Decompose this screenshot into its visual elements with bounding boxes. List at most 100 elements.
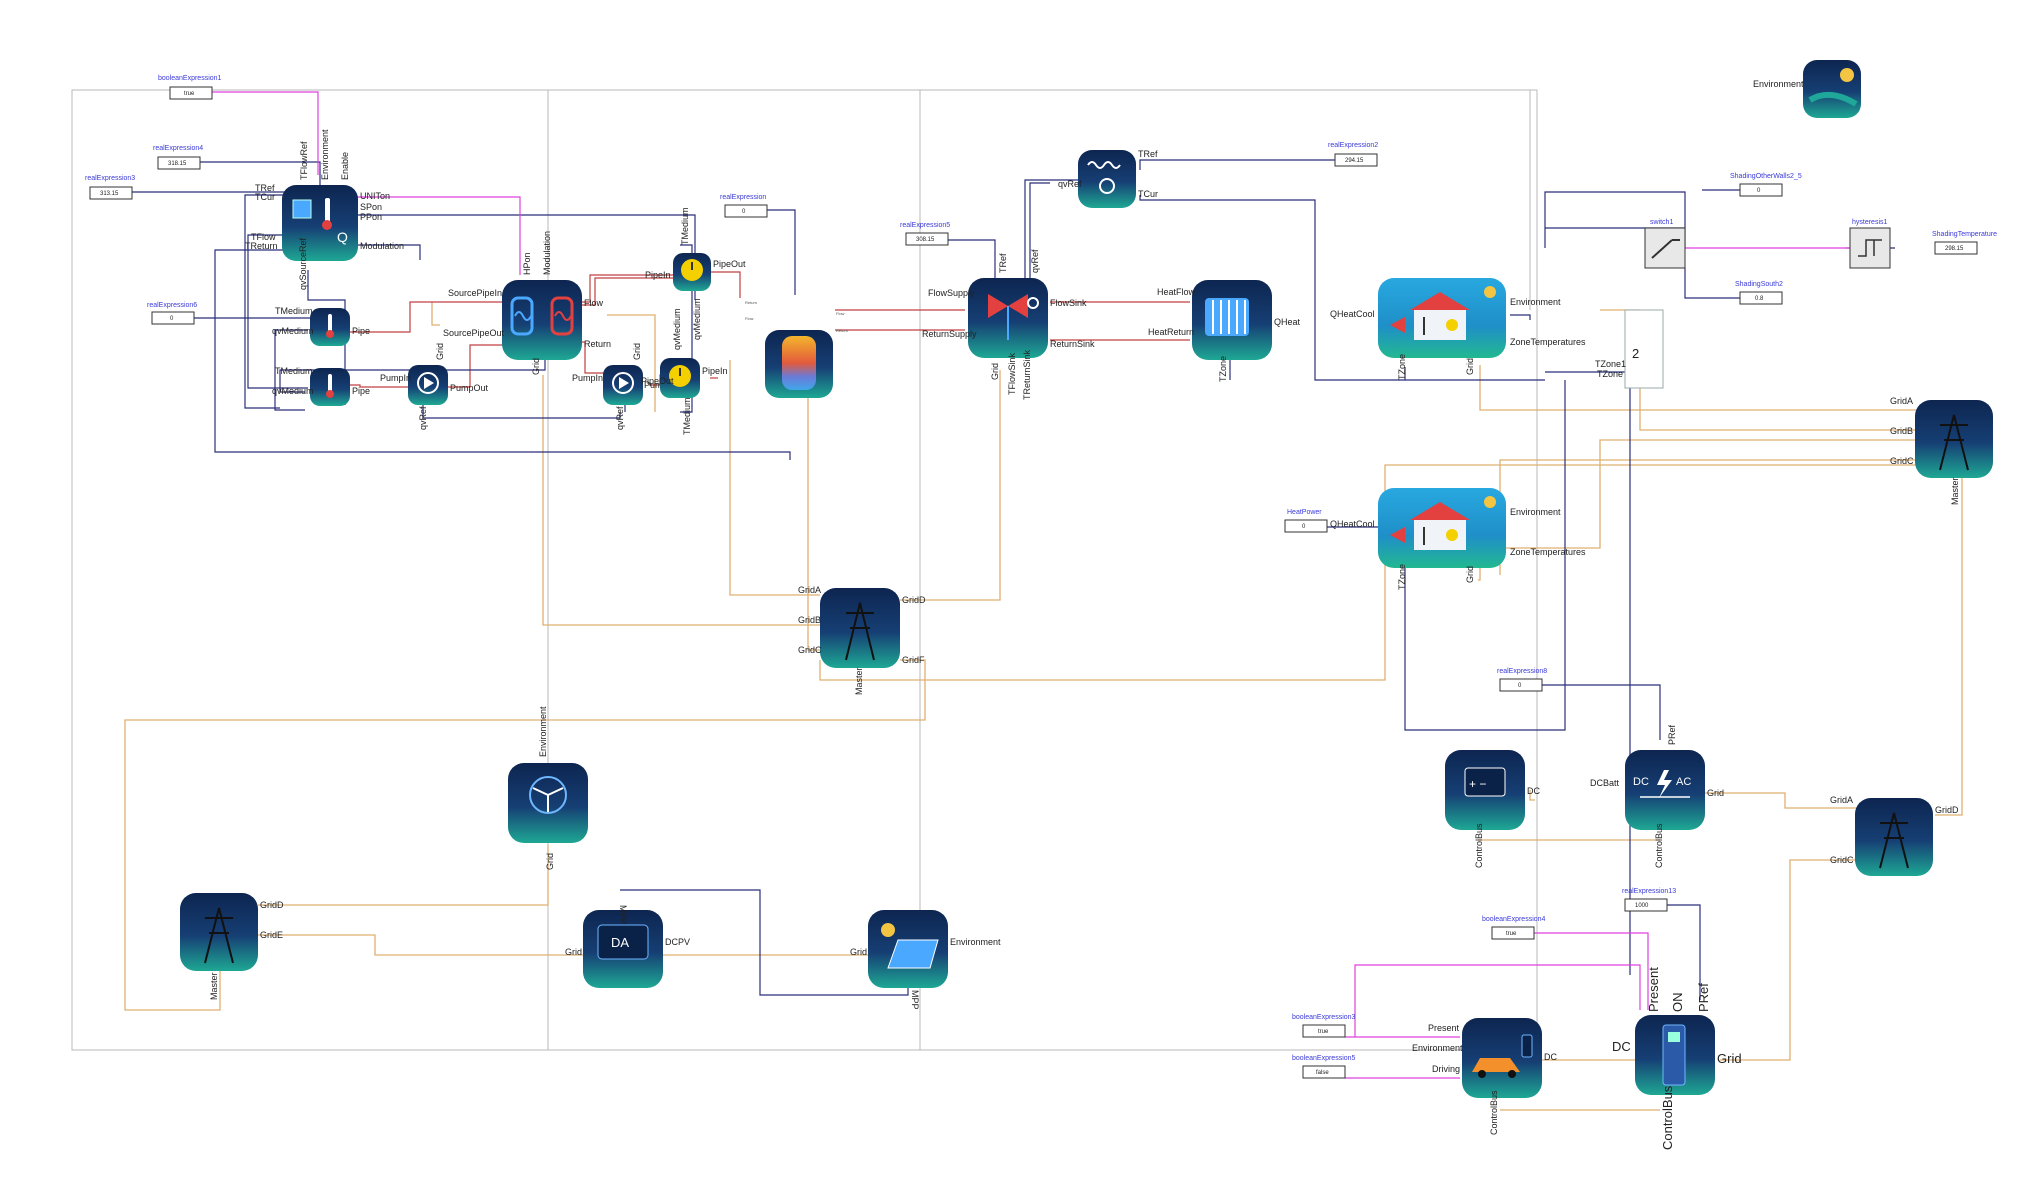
port-label: TReturn xyxy=(245,241,278,251)
grid-center-block[interactable]: GridA GridB GridC GridD GridF Master xyxy=(798,585,926,695)
heat-pump-block[interactable]: Q TRef TCur TFlow TReturn UNITon SPon PP… xyxy=(245,129,404,290)
port-label: Environment xyxy=(538,706,548,757)
svg-text:+ −: + − xyxy=(1469,777,1486,791)
switch-icon xyxy=(1651,239,1680,259)
port-label: Master xyxy=(1950,477,1960,505)
source-name: ShadingSouth2 xyxy=(1735,281,1783,288)
port-label: DCPV xyxy=(665,937,690,947)
port-label: TCur xyxy=(1138,189,1158,199)
source-name: booleanExpression1 xyxy=(158,75,222,82)
underfloor-heater-block[interactable]: qvRef TRef TCur xyxy=(1058,149,1158,208)
port-label: GridF xyxy=(902,655,925,665)
sensor-flow-block[interactable]: TMedium qvMedium Pipe xyxy=(272,306,370,346)
port-label: PPon xyxy=(360,212,382,222)
port-label: TZone xyxy=(1218,356,1228,382)
port-label: GridA xyxy=(1830,795,1853,805)
grid-top-right-block[interactable]: GridA GridB GridC Master xyxy=(1890,396,1993,505)
house-2-block[interactable]: QHeatCool Environment ZoneTemperatures T… xyxy=(1330,488,1586,590)
pump-source-block[interactable]: PumpIn PumpOut qvRef Grid xyxy=(380,343,489,430)
source-booleanExpression4[interactable]: booleanExpression4 true xyxy=(1482,916,1546,940)
port-label: GridE xyxy=(260,930,283,940)
radiator-block[interactable]: HeatFlow HeatReturn QHeat TZone xyxy=(1148,280,1301,382)
inverter-icon: DA xyxy=(597,924,649,960)
port-label: QHeatCool xyxy=(1330,519,1375,529)
port-label: TReturnSink xyxy=(1022,349,1032,400)
source-booleanExpression5[interactable]: booleanExpression5 false xyxy=(1292,1055,1356,1079)
port-label: TRef xyxy=(998,253,1008,273)
flowmeter-icon xyxy=(669,365,691,387)
heat-exchanger-block[interactable]: SourcePipeIn SourcePipeOut Flow Return G… xyxy=(443,231,611,375)
demux-icon: 2 xyxy=(1632,346,1639,361)
source-name: booleanExpression4 xyxy=(1482,916,1546,923)
wallbox-block[interactable]: Present ON PRef DC Grid ControlBus xyxy=(1612,967,1742,1150)
meter-top-block[interactable]: PipeOut PipeIn TMedium qvMedium xyxy=(645,207,746,340)
port-label: Flow xyxy=(584,298,604,308)
source-name: realExpression6 xyxy=(147,302,197,309)
electric-vehicle-block[interactable]: Present Environment Driving DC ControlBu… xyxy=(1412,1018,1557,1135)
port-label: DCBatt xyxy=(1590,778,1620,788)
source-booleanExpression1[interactable]: booleanExpression1 true xyxy=(158,75,222,100)
distribution-valve-block[interactable]: FlowSupply ReturnSupply FlowSink ReturnS… xyxy=(922,249,1095,400)
port-label: qvSourceRef xyxy=(298,237,308,290)
source-realExpression13[interactable]: realExpression13 1000 xyxy=(1622,888,1676,912)
grid-right-block[interactable]: GridA GridD GridC xyxy=(1830,795,1959,876)
port-label: TFlowRef xyxy=(299,141,309,180)
source-value: 308.15 xyxy=(916,237,935,243)
source-realExpression8[interactable]: realExpression8 0 xyxy=(1497,668,1547,692)
port-label: qvRef xyxy=(1030,249,1040,273)
switch1-block[interactable]: switch1 xyxy=(1644,219,1686,269)
port-label: TMedium xyxy=(275,366,313,376)
boolean-wires xyxy=(210,91,1860,1079)
source-realExpression4[interactable]: realExpression4 318.15 xyxy=(153,145,203,170)
port-label: Enable xyxy=(340,152,350,180)
port-label: qvRef xyxy=(418,406,428,430)
source-value: 313.15 xyxy=(100,191,119,197)
source-realExpression3[interactable]: realExpression3 313.15 xyxy=(85,175,135,200)
source-ShadingOtherWalls2_5[interactable]: ShadingOtherWalls2_5 0 xyxy=(1730,173,1802,197)
environment-block[interactable]: Environment xyxy=(1753,60,1861,118)
source-value: true xyxy=(1506,931,1517,937)
port-label: Grid xyxy=(1717,1051,1742,1066)
source-name: booleanExpression3 xyxy=(1292,1014,1356,1021)
wind-turbine-block[interactable]: Environment Grid xyxy=(508,706,588,870)
source-ShadingTemperature[interactable]: ShadingTemperature 298.15 xyxy=(1932,231,1997,255)
port-label: TZone xyxy=(1597,369,1623,379)
storage-block[interactable]: Return Flow Flow Return xyxy=(745,300,848,398)
source-name: ShadingOtherWalls2_5 xyxy=(1730,173,1802,180)
house-1-block[interactable]: QHeatCool Environment ZoneTemperatures T… xyxy=(1330,278,1586,380)
hysteresis1-block[interactable]: hysteresis1 xyxy=(1849,219,1891,269)
house-icon xyxy=(1390,496,1496,550)
source-booleanExpression3[interactable]: booleanExpression3 true xyxy=(1292,1014,1356,1038)
source-realExpression2[interactable]: realExpression2 294.15 xyxy=(1328,142,1378,167)
port-label: ON xyxy=(1670,993,1685,1013)
port-label: Modulation xyxy=(542,231,552,275)
port-label: qvMedium xyxy=(272,326,314,336)
grid-bottom-left-block[interactable]: GridD GridE Master xyxy=(180,893,284,1000)
source-ShadingSouth2[interactable]: ShadingSouth2 0.8 xyxy=(1735,281,1783,305)
electric-car-icon xyxy=(1472,1034,1533,1078)
source-name: ShadingTemperature xyxy=(1932,231,1997,238)
source-realExpression[interactable]: realExpression 0 xyxy=(720,194,768,218)
source-value: 0 xyxy=(170,316,174,322)
pv-inverter-block[interactable]: DA Grid DCPV MPP xyxy=(565,905,690,988)
source-value: false xyxy=(1316,1070,1329,1076)
source-HeatPower[interactable]: HeatPower 0 xyxy=(1284,509,1328,533)
port-label: TCur xyxy=(255,192,275,202)
meter-bottom-block[interactable]: PipeIn PipeOut qvMedium TMedium xyxy=(641,308,728,435)
port-label: TMedium xyxy=(275,306,313,316)
sensor-return-block[interactable]: TMedium qvMedium Pipe xyxy=(272,366,370,406)
port-label: GridC xyxy=(1830,855,1854,865)
svg-text:Q: Q xyxy=(337,229,348,245)
zone-selector-block[interactable]: 2 TZone1 TZone xyxy=(1595,309,1664,389)
pv-panel-block[interactable]: Grid Environment MPP xyxy=(850,910,1001,1010)
source-realExpression6[interactable]: realExpression6 0 xyxy=(147,302,197,325)
battery-block[interactable]: + − DC ControlBus xyxy=(1445,750,1540,868)
source-name: realExpression2 xyxy=(1328,142,1378,149)
source-value: true xyxy=(1318,1029,1329,1035)
battery-inverter-block[interactable]: DC AC DCBatt Grid ControlBus PRef xyxy=(1590,724,1724,868)
port-label: PipeOut xyxy=(641,376,674,386)
flowmeter-icon xyxy=(681,259,703,281)
port-label: HPon xyxy=(522,252,532,275)
source-realExpression5[interactable]: realExpression5 308.15 xyxy=(900,222,950,246)
